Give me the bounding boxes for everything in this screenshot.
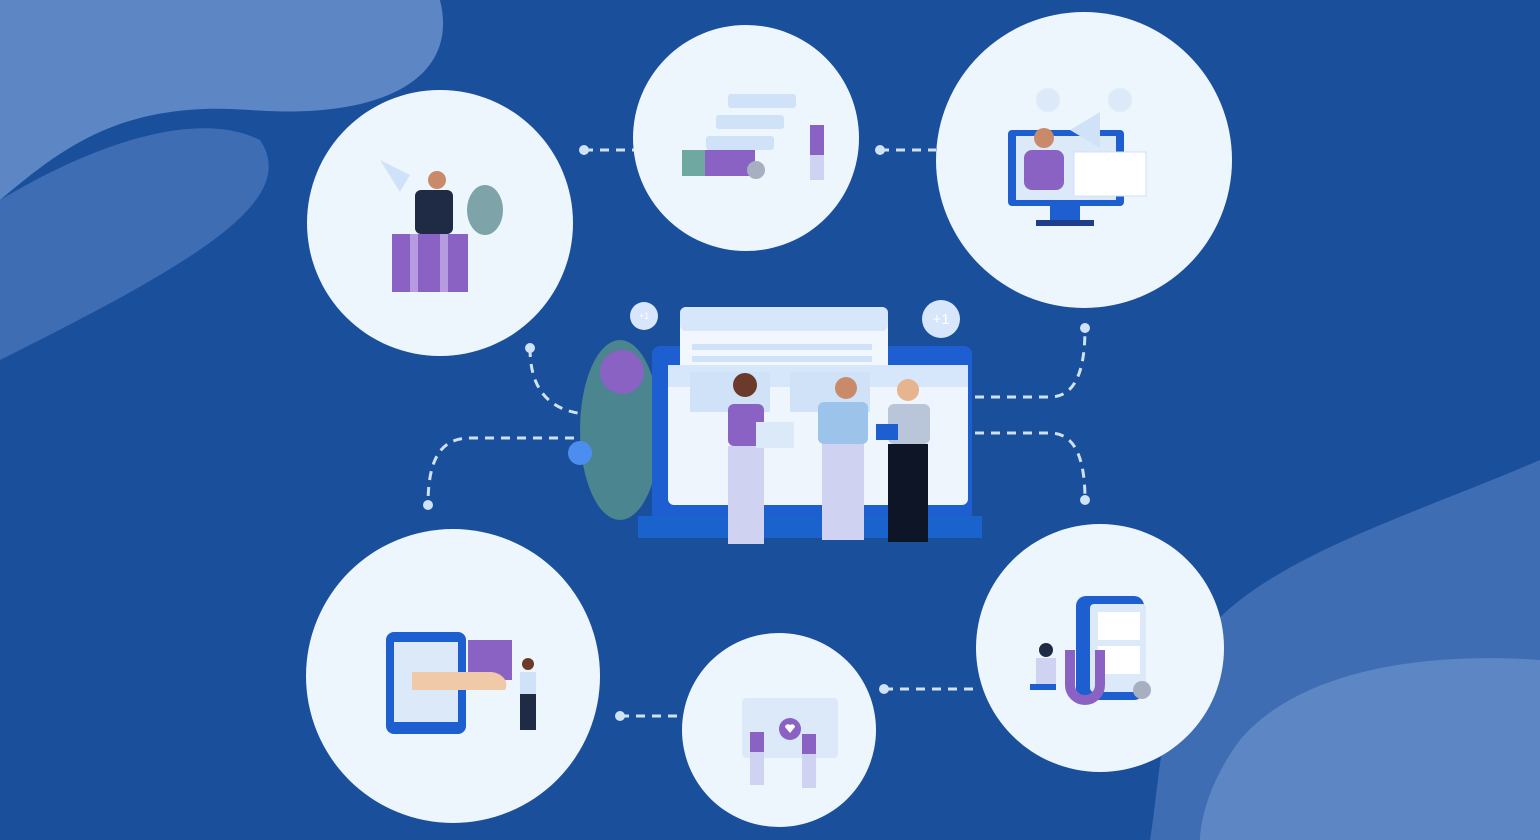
star-ratings-icon [682,94,824,180]
plus-one-badge-left: +1 [630,302,658,330]
megaphone-gift-box-icon [380,160,503,292]
connector-dots [423,145,1090,721]
monitor-megaphone-icon [1008,88,1147,226]
central-laptop-team-illustration [568,307,982,544]
bg-wave-left [0,128,269,360]
phone-magnet-icon [1030,596,1151,705]
plus-one-badge-right: +1 [922,300,960,338]
webpage-heart-icon [742,698,838,788]
bg-blob-top-left [0,0,444,200]
bg-blob-bottom-right-inner [1200,658,1540,840]
tablet-hand-gift-icon [386,632,536,734]
